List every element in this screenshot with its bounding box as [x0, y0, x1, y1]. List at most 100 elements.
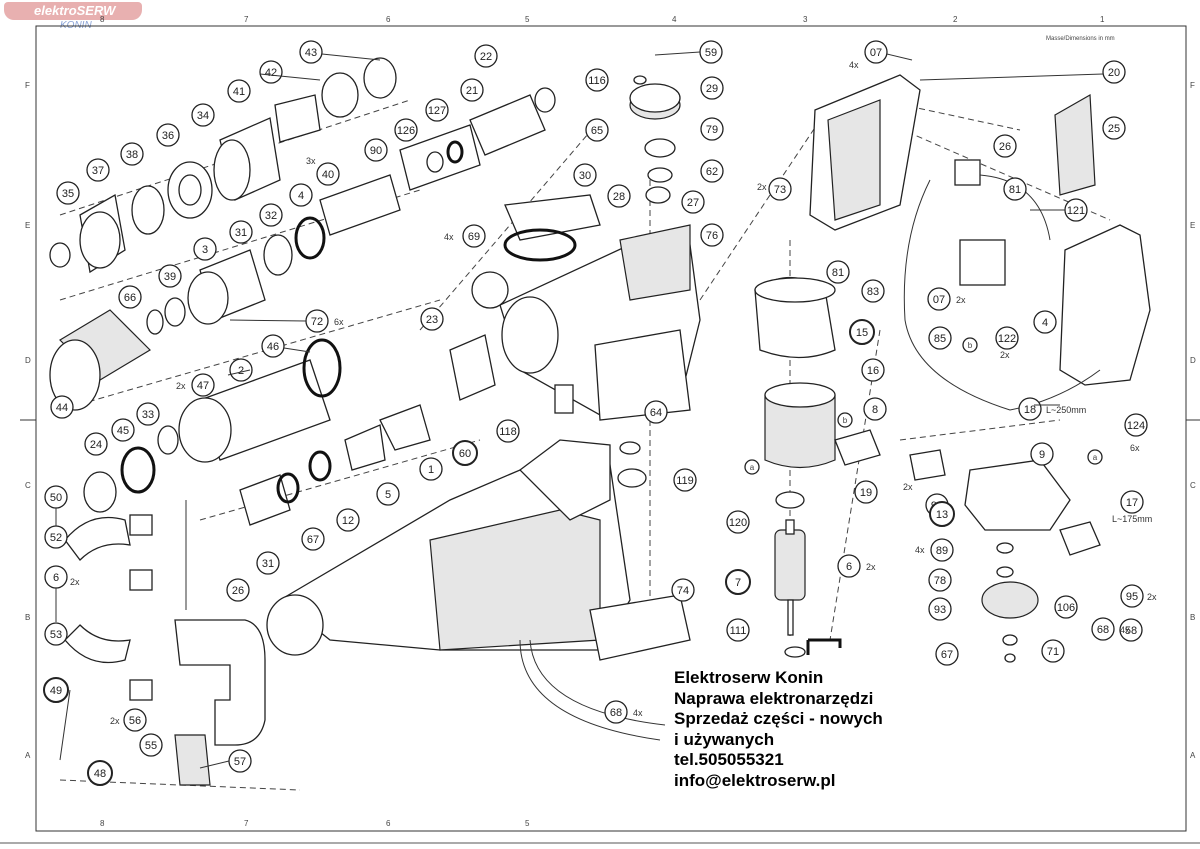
callout-label: 121: [1067, 205, 1085, 217]
washer-78: [996, 542, 1014, 554]
cylinder-4: [319, 174, 401, 236]
callout-label: 26: [999, 141, 1011, 153]
callout-4b: [1033, 310, 1057, 334]
callout-83: [861, 279, 885, 303]
callout-46: [261, 334, 285, 358]
assembly-line: [419, 119, 601, 331]
callout-label: 64: [650, 407, 662, 419]
callout-label: 72: [311, 316, 323, 328]
callout-90: [364, 138, 388, 162]
callout-label: 33: [142, 409, 154, 421]
row-label-left: B: [25, 613, 30, 622]
callout-label: 30: [579, 170, 591, 182]
flange-47: [178, 397, 232, 463]
callout-label: 16: [867, 365, 879, 377]
callout-label: 2: [238, 365, 244, 377]
cover-plate-28: [504, 194, 601, 241]
gear-29-top: [629, 83, 681, 113]
qty-label: 2x: [1147, 592, 1157, 602]
callout-label: 62: [706, 166, 718, 178]
bearing-65: [644, 138, 676, 158]
gear-housing: [471, 194, 701, 421]
callout-label: 60: [459, 448, 471, 460]
assembled-motor-housing: [429, 509, 601, 651]
qty-label: 2x: [866, 562, 876, 572]
leader-lines: [55, 51, 1104, 769]
callout-label: 35: [62, 188, 74, 200]
callout-label: 9: [1039, 449, 1045, 461]
callout-label: 93: [934, 604, 946, 616]
power-cord-b: [529, 639, 666, 726]
callout-label: 118: [499, 426, 517, 438]
callout-42: [259, 60, 283, 84]
callout-label: 34: [197, 110, 209, 122]
row-label-left: F: [25, 81, 30, 90]
callout-16: [861, 358, 885, 382]
col-label-bottom: 7: [244, 819, 249, 828]
callout-120: [726, 510, 750, 534]
callout-7: [725, 569, 751, 595]
callout-label: 8: [872, 404, 878, 416]
qty-label: 4x: [915, 545, 925, 555]
callout-19: [854, 480, 878, 504]
callout-label: 52: [50, 532, 62, 544]
handle-shell-4: [1059, 224, 1151, 386]
callout-56: [123, 708, 147, 732]
callout-36: [156, 123, 180, 147]
shop-parts-sales-cont: i używanych: [674, 729, 775, 749]
callout-34: [191, 103, 215, 127]
callout-label: 57: [234, 756, 246, 768]
callout-label: 120: [729, 517, 747, 529]
col-label-top: 3: [803, 15, 808, 24]
callout-2: [229, 358, 253, 382]
ring-79: [647, 167, 673, 183]
ring-42: [321, 72, 359, 118]
callout-45: [111, 418, 135, 442]
o-ring-32: [294, 216, 326, 260]
o-ring-67: [276, 472, 300, 504]
callout-label: 17: [1126, 497, 1138, 509]
callout-116: [585, 68, 609, 92]
callout-40: [316, 162, 340, 186]
callout-26b: [226, 578, 250, 602]
callout-124: [1124, 413, 1148, 437]
callout-label: 124: [1127, 420, 1145, 432]
qty-label: 4x: [849, 60, 859, 70]
callout-a1: [1087, 449, 1103, 465]
part-callouts: 07 20 59 22 43 42 116 29 41 34 21 127 12…: [43, 40, 1148, 786]
leader: [227, 369, 251, 376]
col-label-bottom: 8: [100, 819, 105, 828]
callout-label: 95: [1126, 591, 1138, 603]
ring-66: [146, 309, 164, 335]
callout-label: 21: [466, 85, 478, 97]
callout-label: 119: [676, 475, 694, 487]
callout-label: 83: [867, 286, 879, 298]
rear-handle-parts: [809, 74, 1151, 663]
callout-60: [452, 440, 478, 466]
callout-12: [336, 508, 360, 532]
callout-label: 6: [53, 572, 59, 584]
callout-label: 26: [232, 585, 244, 597]
callout-a2: [744, 459, 760, 475]
callout-68b: [1091, 617, 1115, 641]
col-label-bottom: 6: [386, 819, 391, 828]
callout-21: [460, 78, 484, 102]
callout-label: 127: [428, 105, 446, 117]
callout-label: 20: [1108, 67, 1120, 79]
qty-label: 4x: [1120, 625, 1130, 635]
callout-119: [673, 468, 697, 492]
dimensions-note: Masse/Dimensions in mm: [1046, 36, 1115, 42]
col-label-bottom: 5: [525, 819, 530, 828]
motor-housing-16-top: [754, 277, 836, 303]
callout-31b: [256, 551, 280, 575]
armature-shaft: [787, 599, 794, 636]
callout-label: 13: [936, 509, 948, 521]
shop-service: Naprawa elektronarzędzi: [674, 688, 874, 708]
shop-phone[interactable]: tel.505055321: [674, 750, 784, 769]
part-circle: [471, 271, 509, 309]
leader: [59, 689, 71, 761]
callout-111: [726, 618, 750, 642]
shop-email[interactable]: info@elektroserw.pl: [674, 770, 836, 790]
bearing-120: [775, 491, 805, 509]
callout-68: [604, 700, 628, 724]
